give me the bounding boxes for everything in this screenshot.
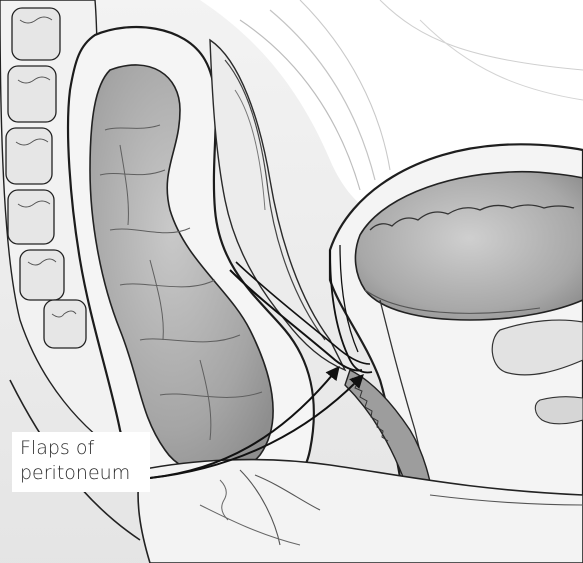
annotation-label-line-2: peritoneum: [20, 461, 150, 486]
annotation-label: Flaps of peritoneum: [12, 432, 150, 492]
annotation-label-line-1: Flaps of: [20, 436, 150, 461]
